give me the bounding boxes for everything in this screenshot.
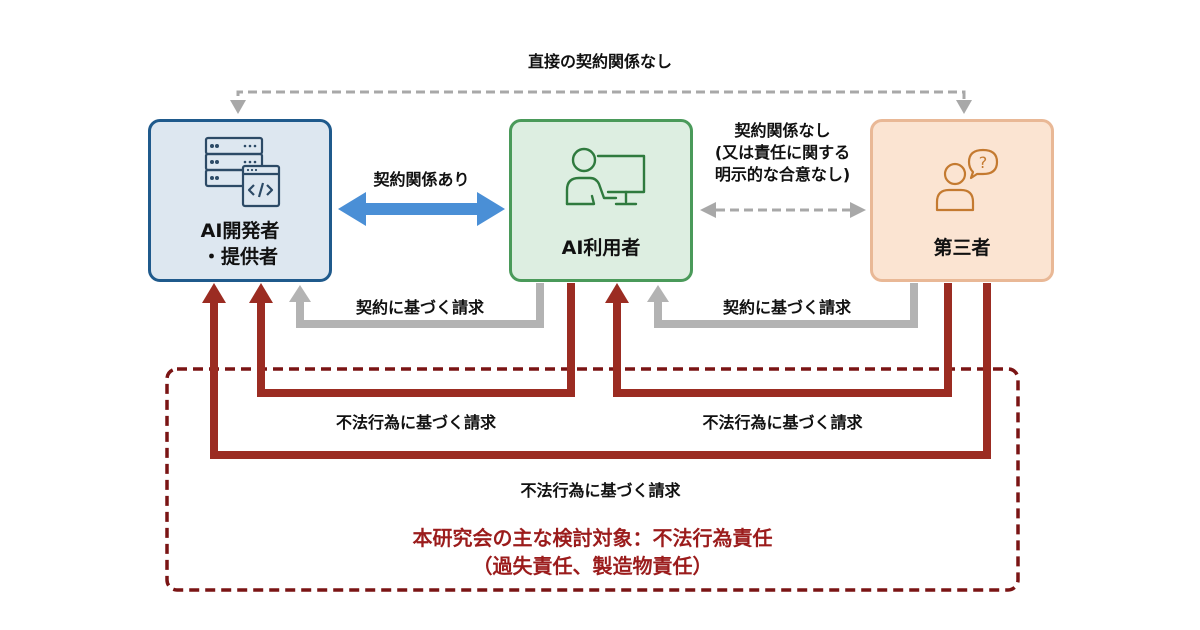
no-contract-label-line2: (又は責任に関する <box>714 143 851 162</box>
contract-claim-label-right: 契約に基づく請求 <box>722 298 851 317</box>
no-direct-contract-label: 直接の契約関係なし <box>527 52 672 71</box>
developer-label-line1: AI開発者 <box>200 220 280 242</box>
tort-claim-label-bottom: 不法行為に基づく請求 <box>520 481 681 500</box>
arrowhead-down-developer <box>230 100 246 114</box>
user-label: AI利用者 <box>561 237 641 259</box>
contract-claim-label-left: 契約に基づく請求 <box>355 298 484 317</box>
node-ai-developer[interactable]: AI開発者 ・提供者 <box>148 119 332 282</box>
no-contract-double-arrow <box>700 202 866 218</box>
node-third-party[interactable]: ? 第三者 <box>870 119 1054 282</box>
contract-exists-label: 契約関係あり <box>373 170 470 189</box>
third-party-label: 第三者 <box>933 237 991 259</box>
no-contract-label-line1: 契約関係なし <box>734 121 831 140</box>
tort-claim-third-to-developer-arrow <box>202 283 991 459</box>
tort-claim-third-to-user-arrow <box>605 283 952 397</box>
person-at-computer-icon <box>565 147 646 206</box>
person-question-icon: ? <box>935 148 999 212</box>
tort-claim-label-left: 不法行為に基づく請求 <box>335 413 496 432</box>
node-ai-user[interactable]: AI利用者 <box>509 119 693 282</box>
no-contract-label-line3: 明示的な合意なし) <box>714 165 851 184</box>
contract-double-arrow <box>338 192 505 226</box>
server-code-icon <box>204 136 281 208</box>
focus-area-subtitle: （過失責任、製造物責任） <box>472 554 713 578</box>
no-contract-label: 契約関係なし (又は責任に関する 明示的な合意なし) <box>695 120 870 186</box>
tort-claim-label-right: 不法行為に基づく請求 <box>702 413 863 432</box>
focus-area-title: 本研究会の主な検討対象：不法行為責任 <box>412 526 773 550</box>
svg-text:?: ? <box>979 153 988 172</box>
arrowhead-down-third-party <box>956 100 972 114</box>
contract-claim-third-to-user-arrow <box>647 283 918 328</box>
no-direct-contract-connector <box>230 90 972 114</box>
tort-claim-user-to-developer-arrow <box>249 283 575 397</box>
focus-area-border <box>165 367 1020 592</box>
contract-claim-user-to-developer-arrow <box>289 283 544 328</box>
developer-label-line2: ・提供者 <box>201 246 278 268</box>
